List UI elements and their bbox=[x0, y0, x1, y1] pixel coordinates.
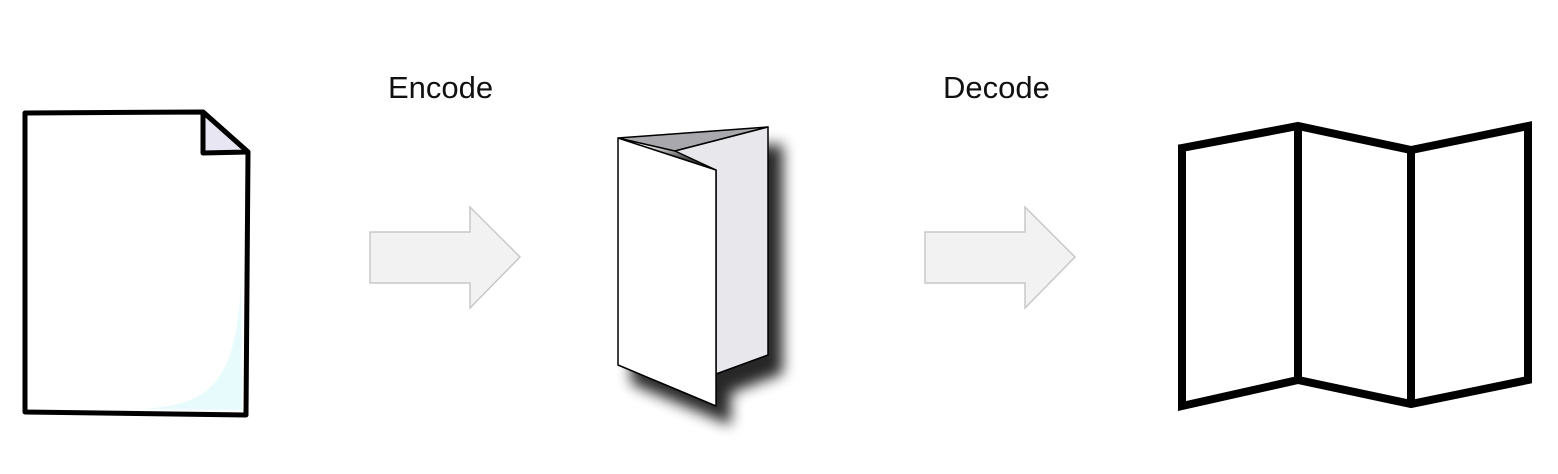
decode-arrow-icon bbox=[924, 205, 1077, 310]
encode-label: Encode bbox=[388, 70, 494, 105]
document-icon bbox=[22, 109, 251, 418]
unfolded-map-icon bbox=[1178, 121, 1532, 411]
encode-arrow-icon bbox=[369, 205, 522, 310]
folded-brochure-icon bbox=[617, 126, 769, 407]
decode-label: Decode bbox=[943, 70, 1050, 105]
